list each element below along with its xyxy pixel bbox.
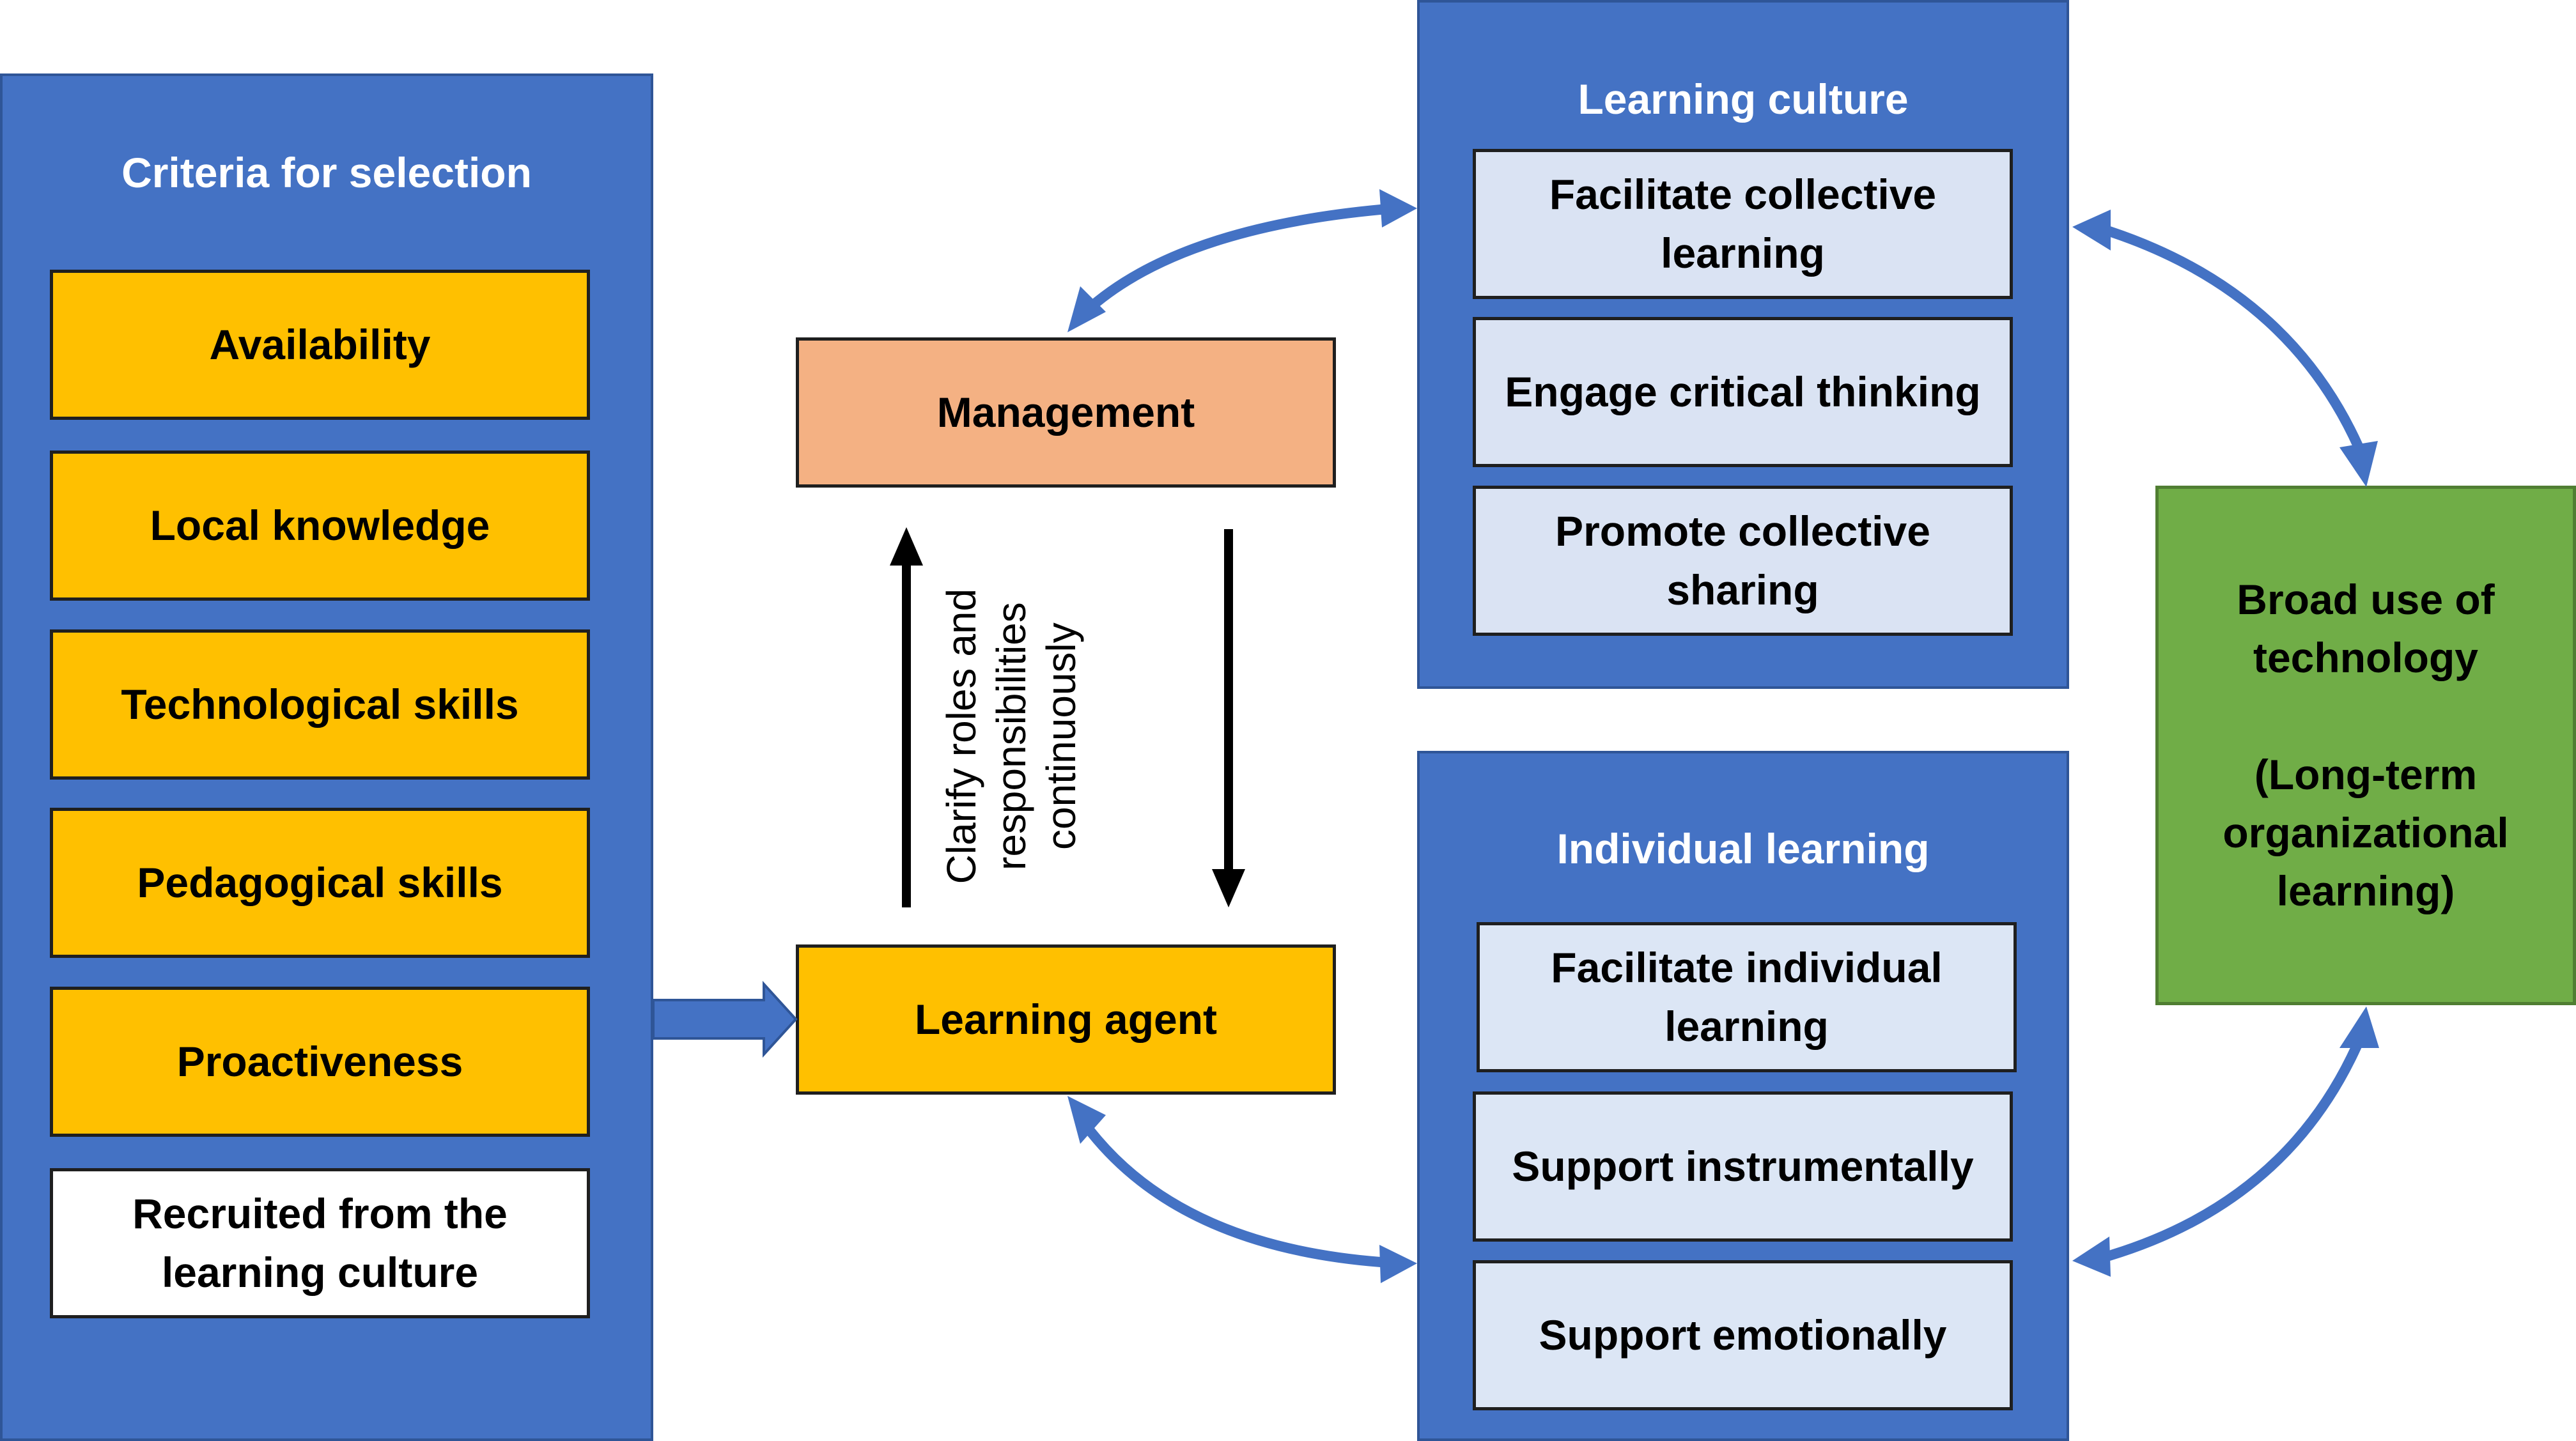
technology-line1: Broad use of technology [2237,575,2495,681]
technology-box: Broad use of technology (Long-term organ… [2155,486,2576,1005]
facilitate-individual-learning: Facilitate individual learning [1477,922,2017,1072]
support-emotionally: Support emotionally [1473,1260,2013,1410]
curve-agent-individual [1080,1120,1386,1267]
promote-collective-sharing: Promote collective sharing [1473,486,2013,636]
technology-line2: (Long-term organizational learning) [2223,750,2509,915]
facilitate-collective-learning: Facilitate collective learning [1473,149,2013,299]
individual-learning-title: Individual learning [1556,825,1930,872]
black-up-arrow [890,527,923,907]
curve-management-culture [1080,204,1386,317]
criteria-item-recruited: Recruited from the learning culture [50,1168,590,1318]
learning-agent-box: Learning agent [796,944,1336,1095]
management-box: Management [796,337,1336,488]
criteria-title: Criteria for selection [121,149,532,196]
engage-critical-thinking: Engage critical thinking [1473,317,2013,467]
learning-culture-title: Learning culture [1578,75,1909,123]
criteria-item-local-knowledge: Local knowledge [50,451,590,601]
support-instrumentally: Support instrumentally [1473,1091,2013,1242]
criteria-item-availability: Availability [50,270,590,420]
block-arrow-criteria-to-agent [652,980,798,1058]
criteria-item-technological-skills: Technological skills [50,629,590,780]
curve-individual-technology [2104,1036,2364,1261]
criteria-item-pedagogical-skills: Pedagogical skills [50,808,590,958]
curve-culture-technology [2104,226,2364,452]
black-down-arrow [1212,529,1245,907]
criteria-item-proactiveness: Proactiveness [50,987,590,1137]
